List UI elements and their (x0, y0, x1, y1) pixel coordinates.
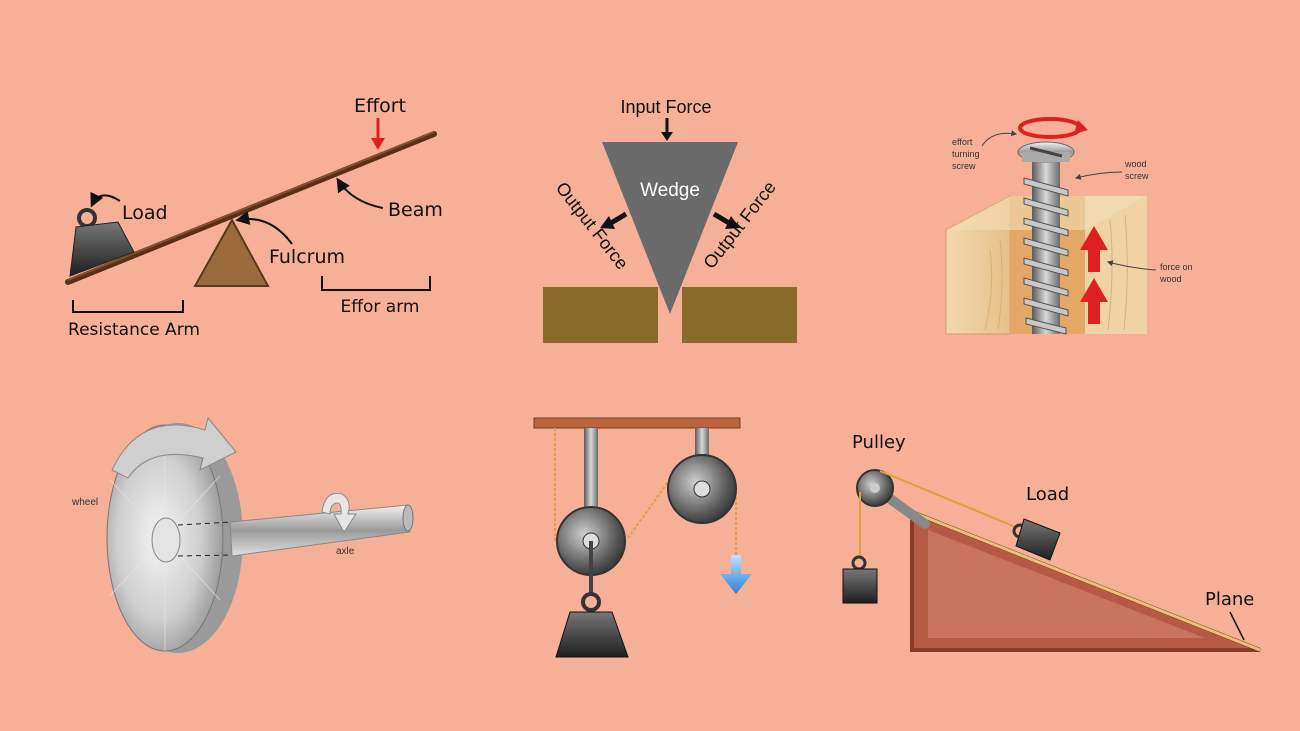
pulley-ceiling-beam (533, 417, 741, 429)
output-force-left-shaft (609, 211, 628, 226)
output-force-left-label: Output Force (552, 178, 632, 273)
fulcrum-pointer-arrow (235, 211, 293, 245)
input-force-head (661, 132, 673, 141)
wedge-label: Wedge (640, 180, 700, 201)
wood-screw-label-2: screw (1125, 171, 1149, 181)
force-on-wood-arrows (1080, 226, 1108, 324)
axle-label: axle (336, 546, 355, 557)
incline-pulley-axle (870, 483, 880, 493)
incline-load-label: Load (1026, 484, 1069, 505)
pulley-label: Pulley (852, 432, 906, 453)
pulley-weight (555, 611, 629, 658)
turning-arrow-head (1074, 120, 1088, 134)
lever-panel: Effort Load Beam Fulcrum Resistance Arm … (65, 95, 443, 340)
effort-turning-screw-label-3: screw (952, 161, 976, 171)
force-pointer (1106, 260, 1157, 271)
effort-arrow-head (371, 138, 385, 150)
wedge-shape (602, 142, 738, 314)
beam-label: Beam (388, 199, 443, 221)
wedge-panel: Input Force Wedge Output Force Output Fo… (543, 97, 797, 343)
pulley-panel (533, 417, 752, 658)
turning-arrow (1018, 117, 1082, 139)
inclined-plane-panel: Pulley Load Plane (842, 432, 1261, 652)
load-label: Load (122, 202, 168, 224)
plane-pointer (1229, 611, 1245, 641)
force-on-wood-label-1: force on (1160, 262, 1193, 272)
wood-block-left (543, 287, 658, 343)
screw-slot (1029, 146, 1063, 158)
lever-beam (65, 131, 437, 285)
pulley-rope (554, 428, 737, 556)
effort-arm-label: Effor arm (341, 297, 420, 317)
input-force-label: Input Force (620, 97, 711, 117)
force-on-wood-label-2: wood (1159, 274, 1182, 284)
ramp-inner (928, 530, 1205, 638)
pulley-weight-ring (581, 592, 601, 612)
wheel-axle-panel: wheel axle (71, 416, 414, 653)
wood-screw-label-1: wood (1124, 159, 1147, 169)
effort-label: Effort (354, 95, 406, 117)
load-pointer-arrow (90, 191, 121, 208)
hanging-weight (842, 568, 878, 604)
screw-threads (1023, 177, 1069, 335)
wheel-hub (151, 517, 181, 563)
plane-label: Plane (1205, 589, 1254, 610)
effort-turning-screw-label-1: effort (952, 137, 973, 147)
screw-head-side (1022, 152, 1070, 162)
axle-rotation-arrow (321, 492, 357, 533)
wheel-rotation-arrow (111, 416, 237, 479)
wheel-label: wheel (71, 497, 98, 508)
resistance-arm-bracket (72, 300, 184, 313)
beam-pointer-arrow (336, 177, 384, 209)
load-weight (69, 221, 135, 277)
output-force-right-head (725, 216, 740, 229)
wood-block-right (682, 287, 797, 343)
incline-rope-slope (879, 470, 1019, 529)
wood-grain (984, 214, 1128, 331)
fulcrum-label: Fulcrum (269, 246, 345, 268)
output-force-right-shaft (712, 211, 731, 226)
effort-pointer (981, 130, 1018, 147)
axle-hidden-line-bottom (177, 554, 233, 557)
screw-panel: effort turning screw wood screw force on… (945, 117, 1193, 335)
axle-end (402, 504, 414, 532)
wood-screw-pointer (1074, 171, 1123, 180)
lever-beam-highlight (67, 131, 435, 281)
ramp-surface (911, 510, 1261, 652)
effort-turning-screw-label-2: turning (952, 149, 980, 159)
axle-hidden-line-top (177, 521, 233, 526)
pulley-axle-right (693, 480, 711, 498)
resistance-arm-label: Resistance Arm (68, 320, 200, 340)
load-ring (77, 208, 97, 228)
fulcrum-triangle (193, 217, 270, 287)
pull-down-arrow (720, 555, 752, 594)
hanging-weight-ring (851, 555, 867, 571)
incline-load-block (1015, 518, 1061, 561)
axle-rod (229, 504, 411, 557)
effort-arm-bracket (321, 276, 431, 291)
output-force-left-head (600, 216, 615, 229)
